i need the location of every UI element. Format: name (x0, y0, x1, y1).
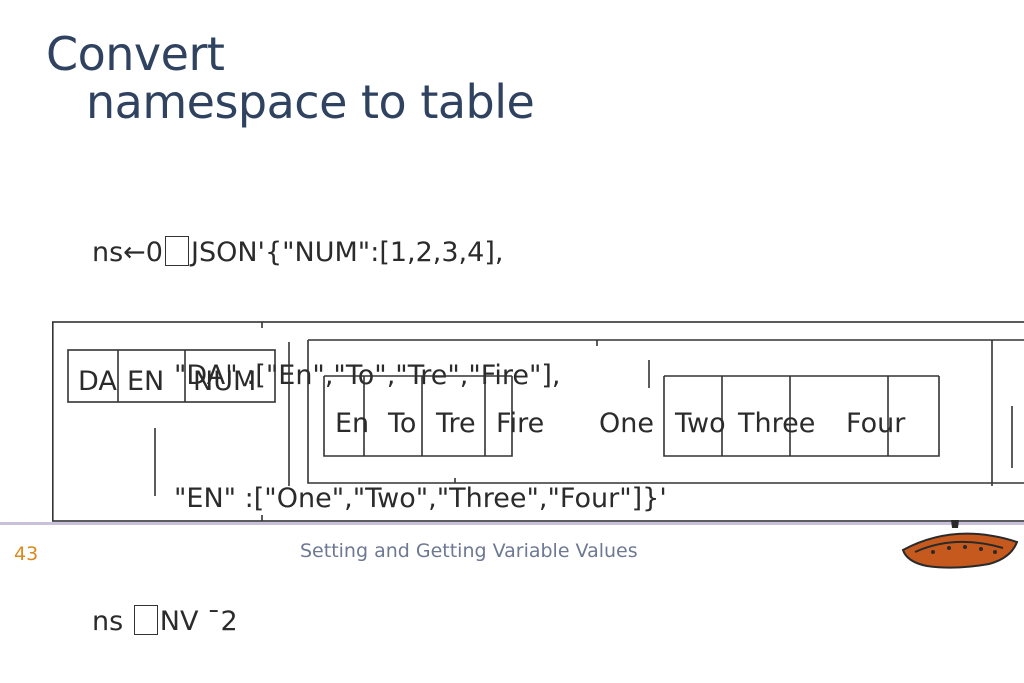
slide-title: Convert namespace to table (46, 27, 535, 130)
outer-box (52, 321, 1024, 522)
da-value: Fire (496, 408, 544, 439)
title-line-2: namespace to table (86, 75, 535, 130)
da-value: To (387, 408, 416, 439)
en-value: Two (674, 408, 726, 439)
en-value: Three (737, 408, 815, 439)
names-box (67, 349, 276, 403)
code-line-4-end: NV ¯2 (159, 606, 238, 637)
da-value: En (335, 408, 369, 439)
brooch-logo-icon (901, 520, 1019, 569)
title-line-1: Convert (46, 27, 225, 81)
da-value: Tre (435, 408, 476, 439)
quad-glyph-icon (133, 605, 158, 635)
code-line-4: ns NV ¯2 (92, 601, 667, 642)
nested-array-display: DA EN NUM En To Tre Fire One Two Three F… (52, 318, 1024, 523)
values-box (307, 339, 1024, 484)
code-line-1-end: JSON'{"NUM":[1,2,3,4], (190, 237, 504, 268)
code-line-3: "EN" :["One","Two","Three","Four"]}' (174, 483, 667, 514)
code-line-4-start: ns (92, 606, 132, 637)
en-value: One (599, 408, 654, 439)
footer-caption: Setting and Getting Variable Values (300, 540, 638, 562)
en-value: Four (846, 408, 906, 439)
footer-rule (0, 522, 1024, 525)
da-box (323, 375, 513, 457)
page-number: 43 (14, 543, 39, 565)
name-label: DA (78, 366, 117, 397)
code-line-1: ns←0 JSON'{"NUM":[1,2,3,4], (92, 232, 667, 273)
quad-glyph-icon (164, 236, 189, 266)
en-box (663, 375, 940, 457)
name-label: EN (127, 366, 164, 397)
code-line-1-start: ns←0 (92, 237, 163, 268)
name-label: NUM (193, 366, 256, 397)
